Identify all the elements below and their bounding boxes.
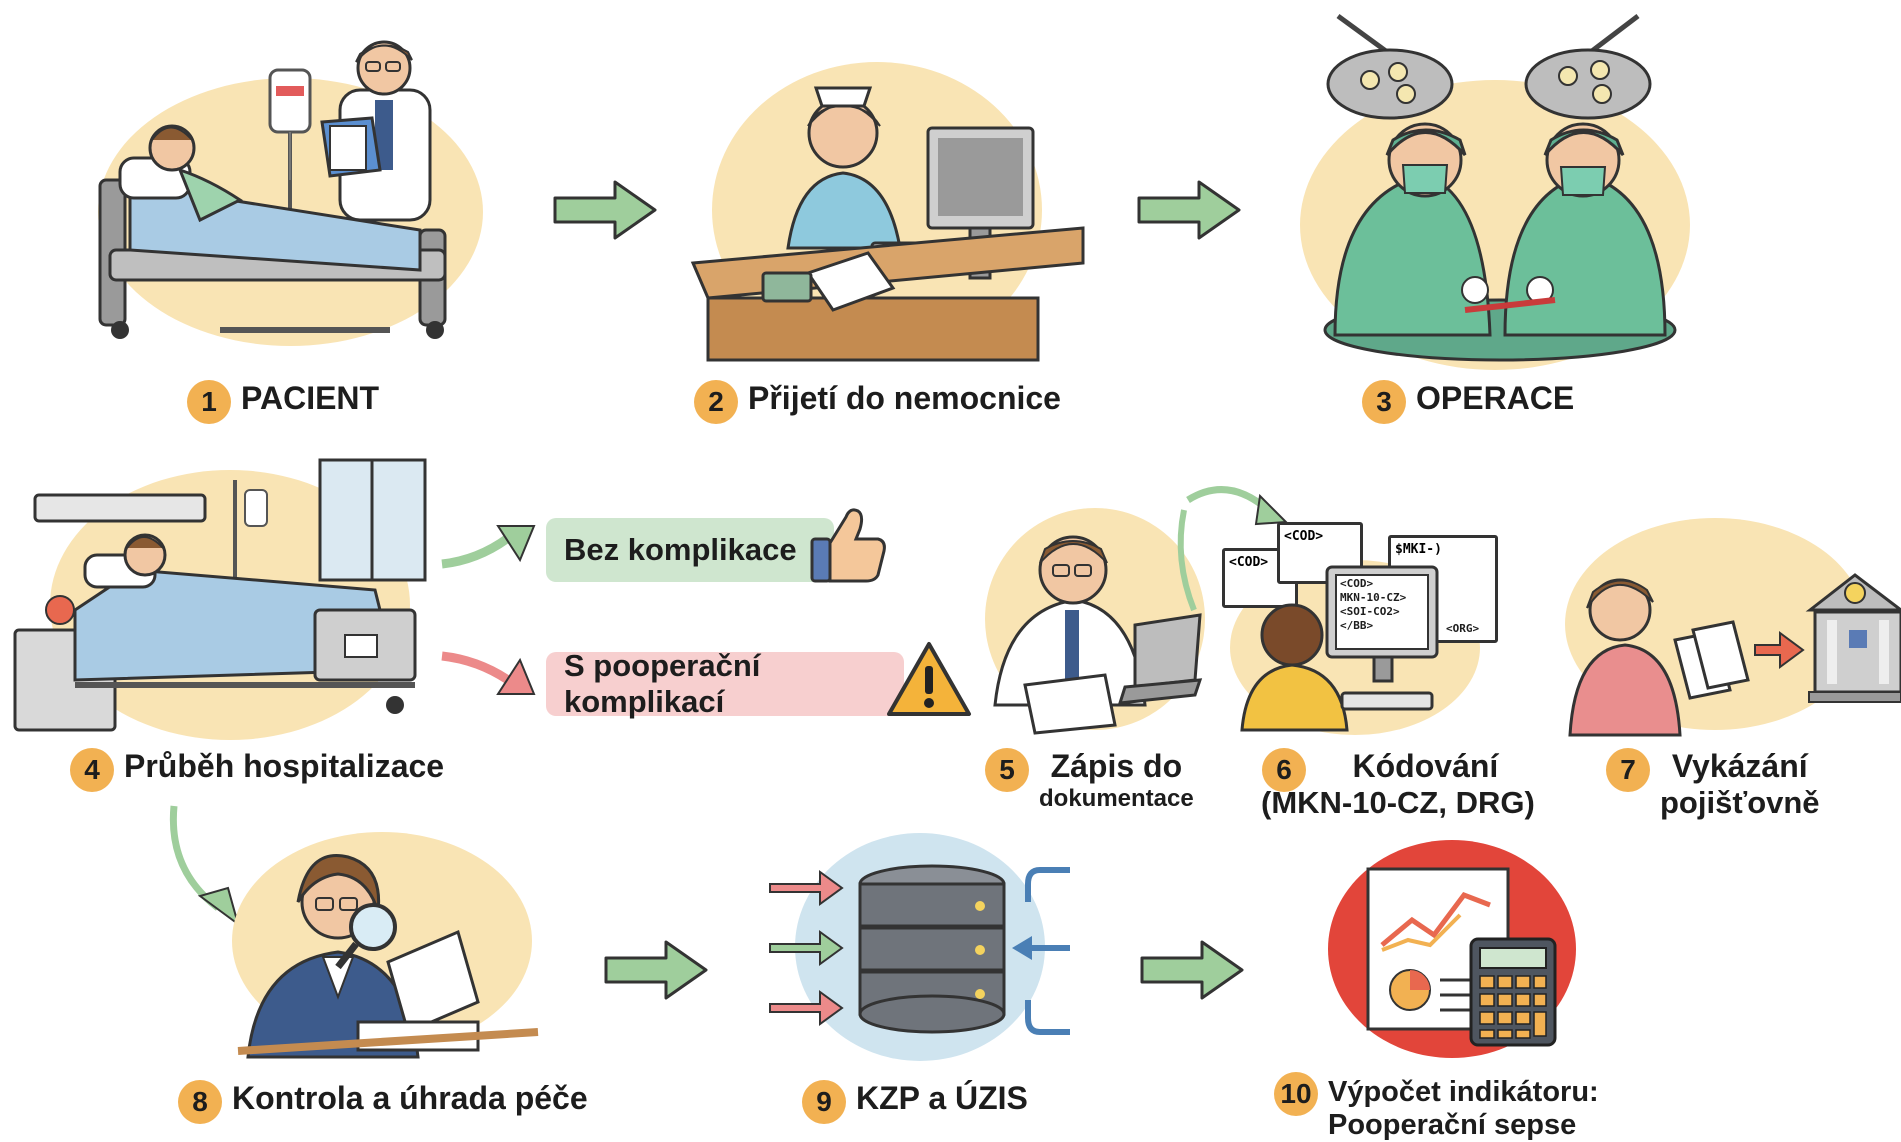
calculator-icon [1469,937,1557,1047]
step-7-label: 7 Vykázání pojišťovně [1606,748,1820,821]
step-2-label: 2 Přijetí do nemocnice [694,380,1061,424]
flow-arrow-1-2 [553,180,657,240]
code-screen-text: <COD> [1284,529,1324,544]
code-line: MKN-10-CZ> [1340,591,1407,604]
step-title: Kontrola a úhrada péče [232,1080,588,1116]
step-1-label: 1 PACIENT [187,380,379,424]
step-number-badge: 7 [1606,748,1650,792]
step-title: OPERACE [1416,380,1575,416]
doctor-laptop-icon [993,535,1203,735]
step-number-badge: 1 [187,380,231,424]
monitor-code-text: <COD> MKN-10-CZ> <SOI-CO2> </BB> [1340,577,1426,633]
step-6-label: 6 Kódování (MKN-10-CZ, DRG) [1261,748,1535,821]
step-number-badge: 3 [1362,380,1406,424]
step-title-group: Vykázání pojišťovně [1660,748,1820,821]
step-title: Přijetí do nemocnice [748,380,1061,416]
step-3-label: 3 OPERACE [1362,380,1574,424]
flow-arrow-8-9 [604,940,708,1000]
surgeons-icon [1323,122,1677,362]
branch-arrow-complication [441,651,536,695]
step-8-label: 8 Kontrola a úhrada péče [178,1080,588,1124]
insurance-icon [1568,573,1901,737]
warning-icon [887,642,971,716]
step-number-badge: 8 [178,1080,222,1124]
code-screen-text: <COD> [1229,555,1269,570]
coder-monitor-icon [1240,565,1439,732]
step-10-label: 10 Výpočet indikátoru: Pooperační sepse [1274,1072,1599,1142]
step-title-group: Výpočet indikátoru: Pooperační sepse [1328,1072,1599,1142]
code-line: </BB> [1340,619,1374,632]
nurse-computer-icon [690,86,1085,362]
step-title: Kódování [1352,748,1499,784]
monitor-code-tag: <ORG> [1446,622,1479,635]
step-title: Výpočet indikátoru: [1328,1076,1599,1108]
step-9-label: 9 KZP a ÚZIS [802,1080,1028,1124]
step-4-label: 4 Průběh hospitalizace [70,748,444,792]
step-title: Zápis do [1050,748,1183,784]
flow-arrow-2-3 [1137,180,1241,240]
step-title: KZP a ÚZIS [856,1080,1028,1116]
step-title: Průběh hospitalizace [124,748,445,784]
patient-bed-icon [98,40,447,339]
flow-arrow-9-10 [1140,940,1244,1000]
database-icon [769,864,1070,1035]
code-line: <COD> [1340,577,1374,590]
step-title: Vykázání [1671,748,1808,784]
outcome-no-complication: Bez komplikace [546,518,834,582]
step-subtitle: Pooperační sepse [1328,1109,1577,1141]
code-screen-middle: <COD> [1277,522,1363,584]
step-number-badge: 5 [985,748,1029,792]
step-number-badge: 6 [1262,748,1306,792]
branch-arrow-ok [441,525,536,569]
magnifier-icon [237,854,539,1059]
curved-arrow-5-6 [1177,486,1289,612]
thumbs-up-icon [810,508,886,583]
step-5-label: 5 Zápis do dokumentace [985,748,1194,813]
step-subtitle: (MKN-10-CZ, DRG) [1261,785,1535,820]
code-line: <SOI-CO2> [1340,605,1400,618]
code-screen-text: $MKI-) [1395,542,1442,557]
hospital-room-icon [13,458,427,732]
step-subtitle: pojišťovně [1660,785,1820,820]
outcome-complication: S pooperační komplikací [546,648,904,719]
surgical-lamp-icon [1326,13,1652,120]
step-subtitle: dokumentace [1039,785,1194,812]
step-number-badge: 2 [694,380,738,424]
outcome-label: Bez komplikace [564,532,797,567]
step-number-badge: 9 [802,1080,846,1124]
step-number-badge: 10 [1274,1072,1318,1116]
step-number-badge: 4 [70,748,114,792]
curved-arrow-4-8 [169,805,240,927]
step-title-group: Zápis do dokumentace [1039,748,1194,813]
step-title-group: Kódování (MKN-10-CZ, DRG) [1261,748,1535,821]
step-title: PACIENT [241,380,380,416]
code-line: <ORG> [1446,622,1480,635]
outcome-label: S pooperační komplikací [564,648,761,719]
